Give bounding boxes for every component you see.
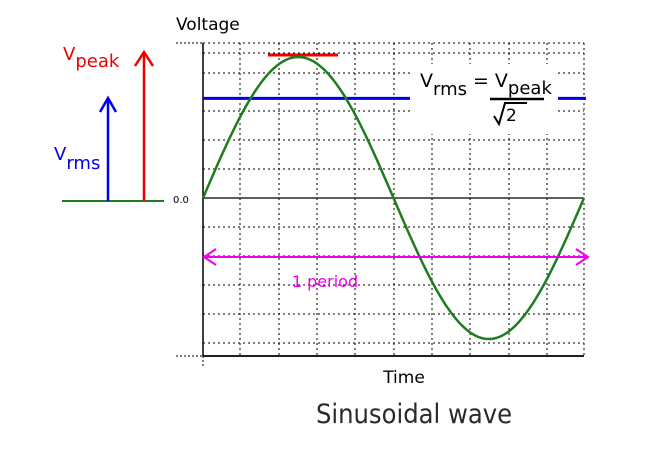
period-arrow xyxy=(202,248,590,266)
diagram-caption: Sinusoidal wave xyxy=(316,399,512,430)
sine-wave-curve xyxy=(201,55,586,341)
rms-formula: Vrms=Vpeak 2 xyxy=(412,64,558,134)
svg-text:Vrms=Vpeak: Vrms=Vpeak xyxy=(420,70,552,100)
time-axis-label: Time xyxy=(382,368,425,388)
sqrt-radicand: 2 xyxy=(506,106,517,126)
left-amplitude-scale xyxy=(62,49,164,202)
sqrt-icon xyxy=(493,102,527,127)
zero-tick-label: 0.0 xyxy=(173,195,189,206)
vrms-label: Vrms xyxy=(54,144,100,174)
period-label: 1 period xyxy=(292,272,358,291)
voltage-axis-label: Voltage xyxy=(176,15,240,35)
vpeak-label: Vpeak xyxy=(63,44,120,72)
plot-grid xyxy=(203,42,585,356)
